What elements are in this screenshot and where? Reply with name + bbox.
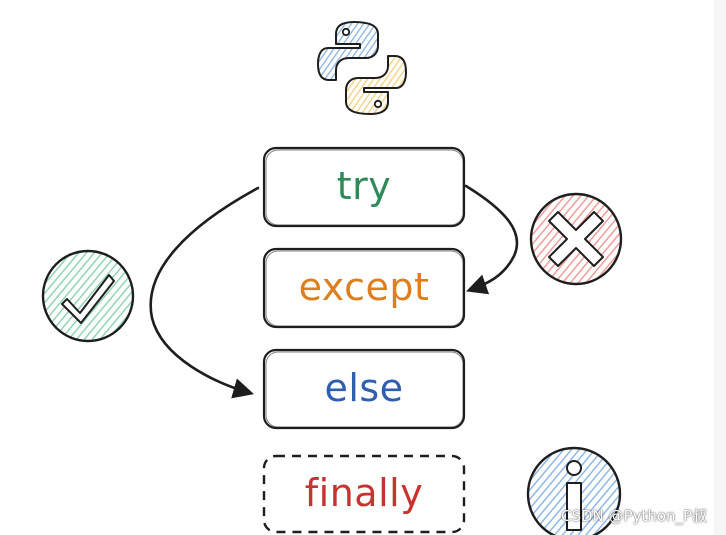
finally-label: finally <box>305 471 423 515</box>
python-logo-icon <box>317 21 407 115</box>
cross-icon <box>529 192 623 286</box>
except-label: except <box>299 265 430 309</box>
finally-block: finally <box>262 454 466 534</box>
try-to-else-arrow <box>149 186 260 399</box>
try-to-except-arrow <box>464 184 519 295</box>
else-block: else <box>262 348 466 430</box>
info-icon <box>526 446 622 535</box>
watermark-text: CSDN @Python_P叔 <box>561 507 708 525</box>
try-block: try <box>262 146 466 228</box>
else-label: else <box>324 366 403 410</box>
check-icon <box>41 249 135 343</box>
try-label: try <box>337 164 392 208</box>
except-block: except <box>262 247 466 329</box>
right-scroll-strip <box>714 0 726 535</box>
